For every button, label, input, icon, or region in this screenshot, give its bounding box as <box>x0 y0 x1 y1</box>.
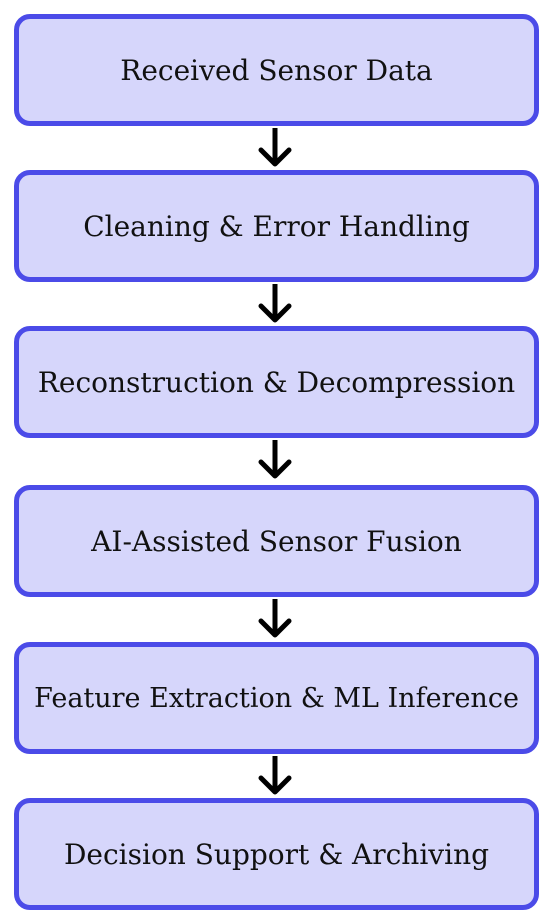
step-label: AI-Assisted Sensor Fusion <box>91 524 462 558</box>
arrow-down-icon <box>258 756 292 795</box>
arrow-down-icon <box>258 128 292 167</box>
step-label: Feature Extraction & ML Inference <box>34 682 519 714</box>
step-reconstruction-decompression: Reconstruction & Decompression <box>14 326 539 438</box>
arrow-down-icon <box>258 440 292 479</box>
step-decision-support-archiving: Decision Support & Archiving <box>14 798 539 910</box>
step-label: Cleaning & Error Handling <box>83 209 470 243</box>
step-label: Received Sensor Data <box>120 53 433 87</box>
step-received-sensor-data: Received Sensor Data <box>14 14 539 126</box>
step-feature-extraction-ml-inference: Feature Extraction & ML Inference <box>14 642 539 754</box>
step-ai-assisted-sensor-fusion: AI-Assisted Sensor Fusion <box>14 485 539 597</box>
step-cleaning-error-handling: Cleaning & Error Handling <box>14 170 539 282</box>
arrow-down-icon <box>258 284 292 323</box>
arrow-down-icon <box>258 599 292 638</box>
step-label: Reconstruction & Decompression <box>37 365 516 399</box>
step-label: Decision Support & Archiving <box>63 837 490 871</box>
